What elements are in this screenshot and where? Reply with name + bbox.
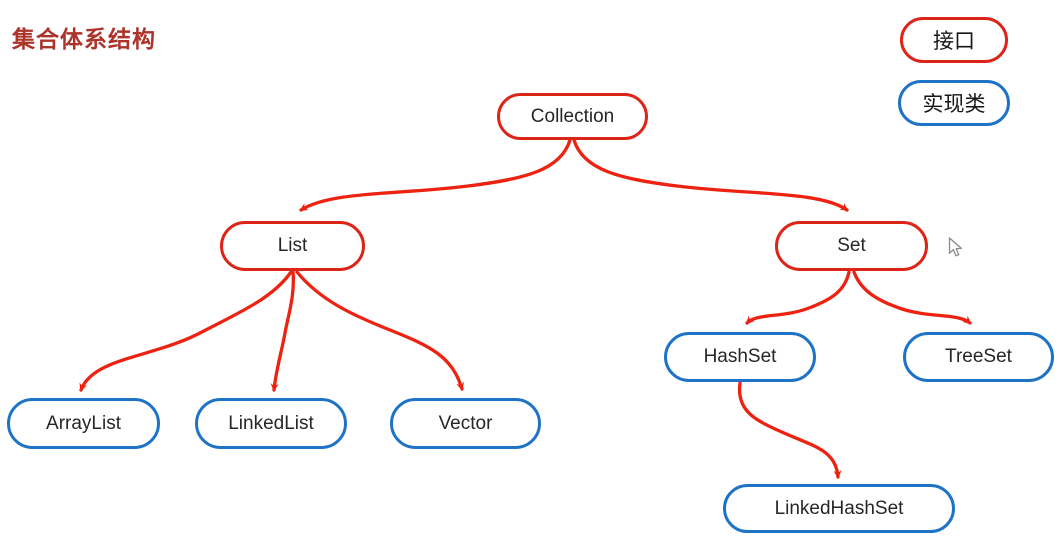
legend-interface-label: 接口 xyxy=(933,30,975,53)
edge-set-hashset xyxy=(745,270,851,325)
node-linkedlist: LinkedList xyxy=(195,398,347,449)
edge-list-linkedlist xyxy=(270,270,296,392)
node-set-label: Set xyxy=(837,235,866,256)
node-linkedhashset-label: LinkedHashSet xyxy=(774,497,904,519)
edge-hashset-linkedhashset xyxy=(737,381,842,479)
node-vector-label: Vector xyxy=(438,412,493,434)
node-treeset-label: TreeSet xyxy=(945,346,1012,367)
node-collection-label: Collection xyxy=(530,105,615,127)
node-hashset-label: HashSet xyxy=(703,346,777,367)
node-linkedhashset: LinkedHashSet xyxy=(723,484,955,533)
node-treeset: TreeSet xyxy=(903,332,1054,382)
node-list: List xyxy=(220,221,365,271)
mouse-cursor-icon xyxy=(948,237,963,257)
node-linkedlist-label: LinkedList xyxy=(228,412,314,434)
legend-interface-pill: 接口 xyxy=(900,17,1008,63)
node-hashset: HashSet xyxy=(664,332,816,382)
node-arraylist: ArrayList xyxy=(7,398,160,449)
edge-collection-list xyxy=(299,138,572,212)
edge-list-vector xyxy=(295,270,464,391)
page-title: 集合体系结构 xyxy=(12,26,156,52)
edge-collection-set xyxy=(572,138,849,212)
edge-list-arraylist xyxy=(79,270,293,392)
legend-implementation-label: 实现类 xyxy=(922,93,986,116)
legend-implementation-pill: 实现类 xyxy=(898,80,1010,126)
node-list-label: List xyxy=(277,235,308,256)
node-vector: Vector xyxy=(390,398,541,449)
node-set: Set xyxy=(775,221,928,271)
edge-set-treeset xyxy=(852,270,972,325)
node-arraylist-label: ArrayList xyxy=(46,412,121,434)
node-collection: Collection xyxy=(497,93,648,140)
